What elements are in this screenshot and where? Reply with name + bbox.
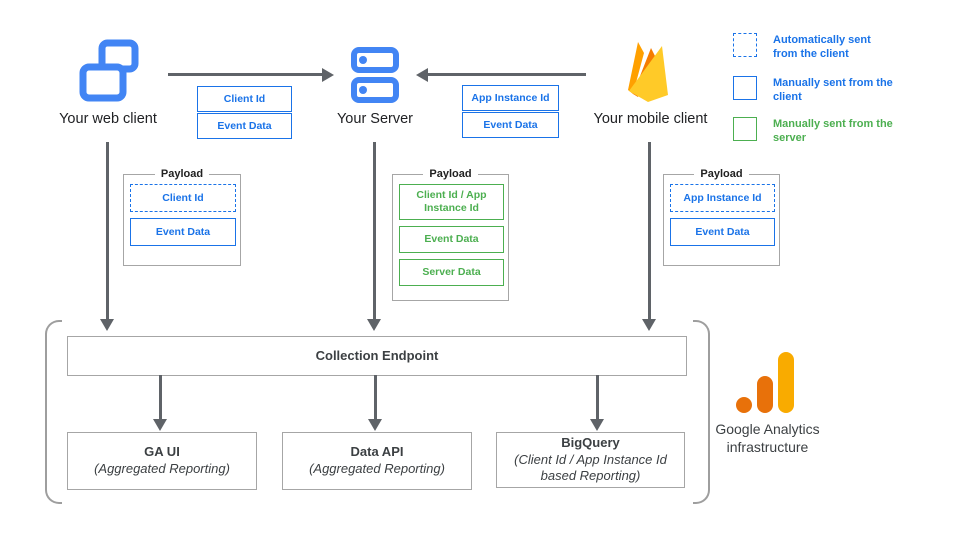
legend-item-manual-server: Manually sent from the server	[733, 117, 893, 146]
arrowhead-down-icon	[590, 419, 604, 431]
legend-text: Manually sent from the client	[773, 77, 893, 104]
bigquery-box: BigQuery (Client Id / App Instance Id ba…	[496, 432, 685, 488]
legend-text: Manually sent from the server	[773, 118, 893, 145]
payload-item-server-data: Server Data	[399, 259, 504, 286]
infrastructure-bracket-left	[45, 320, 62, 504]
arrow-mobile-to-server	[428, 73, 586, 76]
payload-box-server: Payload Client Id / App Instance Id Even…	[392, 168, 509, 301]
payload-title: Payload	[160, 168, 204, 180]
web-client-icon	[79, 39, 139, 102]
arrow-web-to-endpoint	[106, 142, 109, 320]
payload-item-client-or-app-id: Client Id / App Instance Id	[399, 184, 504, 220]
payload-title: Payload	[429, 168, 472, 180]
payload-item-event-data: Event Data	[670, 218, 775, 246]
firebase-flame-icon	[628, 42, 668, 102]
legend-item-auto-client: Automatically sent from the client	[733, 33, 893, 62]
legend-text: Automatically sent from the client	[773, 34, 871, 61]
arrow-server-to-endpoint	[373, 142, 376, 320]
bigquery-title: BigQuery	[561, 434, 620, 450]
arrowhead-down-icon	[153, 419, 167, 431]
arrow-endpoint-to-bigquery	[596, 375, 599, 420]
arrowhead-down-icon	[368, 419, 382, 431]
arrowhead-left-icon	[416, 68, 428, 82]
ga-ui-title: GA UI	[144, 444, 180, 460]
edge-label-app-instance-id: App Instance Id	[462, 85, 559, 111]
ga-ui-subtitle: (Aggregated Reporting)	[94, 461, 230, 476]
arrowhead-right-icon	[322, 68, 334, 82]
payload-item-app-instance-id: App Instance Id	[670, 184, 775, 212]
data-api-box: Data API (Aggregated Reporting)	[282, 432, 472, 490]
web-client-label: Your web client	[59, 111, 157, 127]
arrow-mobile-to-endpoint	[648, 142, 651, 320]
payload-box-mobile: Payload App Instance Id Event Data	[663, 168, 780, 266]
server-icon	[351, 47, 399, 103]
payload-item-event-data: Event Data	[399, 226, 504, 253]
ga-ui-box: GA UI (Aggregated Reporting)	[67, 432, 257, 490]
google-analytics-logo-icon	[736, 352, 794, 413]
arrow-web-to-server	[168, 73, 324, 76]
payload-item-client-id: Client Id	[130, 184, 236, 212]
arrowhead-down-icon	[100, 319, 114, 331]
data-api-subtitle: (Aggregated Reporting)	[309, 461, 445, 476]
edge-label-event-data-2: Event Data	[462, 112, 559, 138]
edge-label-event-data: Event Data	[197, 113, 292, 139]
legend-solid-blue-swatch-icon	[733, 76, 757, 100]
payload-item-event-data: Event Data	[130, 218, 236, 246]
payload-box-web: Payload Client Id Event Data	[123, 168, 241, 266]
mobile-client-label: Your mobile client	[593, 111, 708, 127]
legend-solid-green-swatch-icon	[733, 117, 757, 141]
collection-endpoint-box: Collection Endpoint	[67, 336, 687, 376]
server-label: Your Server	[336, 111, 414, 127]
data-api-title: Data API	[350, 444, 404, 460]
arrowhead-down-icon	[642, 319, 656, 331]
legend-item-manual-client: Manually sent from the client	[733, 76, 893, 105]
infrastructure-caption: Google Analytics infrastructure	[715, 421, 820, 455]
edge-label-client-id: Client Id	[197, 86, 292, 112]
payload-title: Payload	[700, 168, 743, 180]
collection-endpoint-label: Collection Endpoint	[315, 347, 439, 363]
arrowhead-down-icon	[367, 319, 381, 331]
arrow-endpoint-to-gaui	[159, 375, 162, 420]
bigquery-subtitle: (Client Id / App Instance Id based Repor…	[514, 451, 667, 484]
infrastructure-bracket-right	[693, 320, 710, 504]
arrow-endpoint-to-dataapi	[374, 375, 377, 420]
legend-dashed-blue-swatch-icon	[733, 33, 757, 57]
